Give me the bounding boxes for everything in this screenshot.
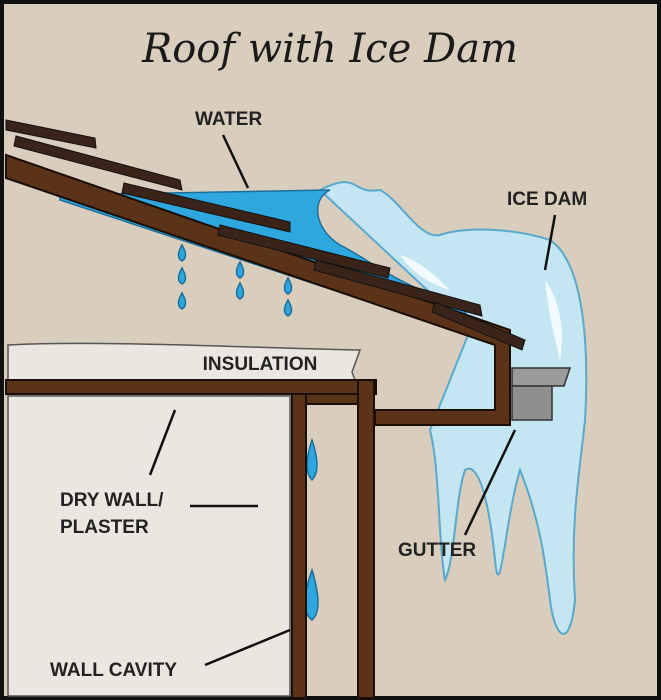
ice-dam (318, 181, 588, 635)
ice-highlight (400, 255, 562, 360)
label-gutter: GUTTER (398, 540, 476, 561)
diagram-title: Roof with Ice Dam (141, 26, 518, 72)
top-plate (305, 393, 359, 405)
shingles (5, 119, 526, 351)
insulation (7, 342, 362, 381)
label-wall-cavity: WALL CAVITY (50, 660, 177, 681)
label-drywall-line1: DRY WALL/ (60, 490, 164, 511)
gutter (511, 367, 572, 421)
drywall-panel (7, 395, 291, 697)
label-insulation: INSULATION (203, 354, 318, 375)
wall-stud-outer (357, 379, 375, 699)
ceiling-joist (5, 379, 377, 395)
label-water: WATER (195, 109, 262, 130)
label-drywall-line2: PLASTER (60, 517, 149, 538)
leader-lines (148, 134, 557, 667)
wall-stud-inner (291, 393, 307, 699)
label-ice-dam: ICE DAM (507, 189, 587, 210)
